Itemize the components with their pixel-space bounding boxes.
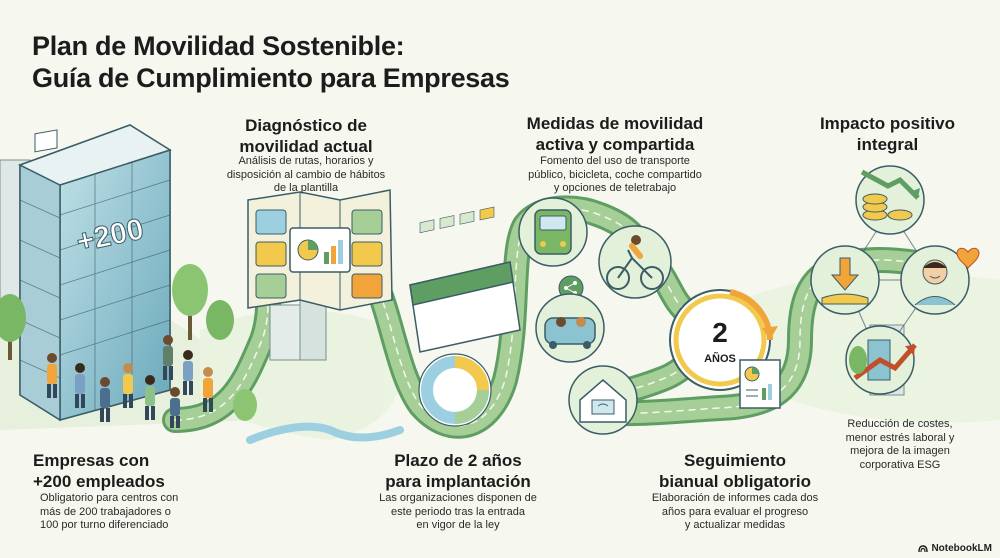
cyclist-icon bbox=[598, 225, 672, 299]
heading-line: Plazo de 2 años bbox=[394, 451, 522, 470]
desc-line: corporativa ESG bbox=[859, 458, 941, 471]
heading-line: Impacto positivo bbox=[819, 114, 956, 133]
impact-cluster bbox=[810, 165, 980, 395]
desc-line: mejora de la imagen bbox=[850, 445, 950, 457]
happy-person-icon bbox=[900, 245, 970, 315]
desc-line: Elaboración de informes cada dos bbox=[651, 492, 819, 504]
step-employees-desc: Obligatorio para centros con más de 200 … bbox=[40, 492, 178, 533]
step-diagnosis-heading: Diagnóstico de movilidad actual bbox=[226, 115, 386, 157]
brand-badge: NotebookLM bbox=[918, 543, 992, 554]
desc-line: Obligatorio para centros con bbox=[40, 492, 179, 504]
bus-icon bbox=[518, 197, 588, 267]
step-diagnosis-desc: Análisis de rutas, horarios y disposició… bbox=[216, 155, 396, 196]
heading-line: integral bbox=[856, 135, 919, 154]
clock-number: 2 bbox=[712, 317, 728, 348]
growth-building-icon bbox=[845, 325, 917, 395]
step-employees-heading: Empresas con +200 empleados bbox=[33, 450, 165, 492]
desc-line: Análisis de rutas, horarios y bbox=[238, 155, 374, 167]
commuters-group bbox=[47, 335, 213, 428]
heading-line: movilidad actual bbox=[239, 137, 373, 156]
report-icon bbox=[739, 359, 781, 409]
brand-label: NotebookLM bbox=[931, 543, 992, 554]
donut-ring-icon bbox=[418, 353, 492, 427]
notebooklm-logo-icon bbox=[918, 544, 929, 552]
page-title: Plan de Movilidad Sostenible: Guía de Cu… bbox=[32, 30, 510, 94]
step-monitoring-heading: Seguimiento bianual obligatorio bbox=[640, 450, 830, 492]
step-impact-heading: Impacto positivo integral bbox=[800, 113, 975, 155]
step-measures-heading: Medidas de movilidad activa y compartida bbox=[510, 113, 720, 155]
step-deadline-desc: Las organizaciones disponen de este peri… bbox=[368, 492, 548, 533]
river bbox=[246, 422, 404, 444]
desc-line: de la plantilla bbox=[273, 182, 339, 194]
heading-line: activa y compartida bbox=[535, 135, 695, 154]
step-monitoring-desc: Elaboración de informes cada dos años pa… bbox=[640, 492, 830, 533]
desc-line: menor estrés laboral y bbox=[845, 431, 955, 444]
home-telework-icon bbox=[568, 365, 638, 435]
desc-line: y actualizar medidas bbox=[684, 519, 786, 531]
savings-icon bbox=[810, 245, 880, 315]
desc-line: este periodo tras la entrada bbox=[391, 505, 525, 518]
desc-line: en vigor de la ley bbox=[416, 519, 500, 531]
carpool-icon bbox=[535, 293, 605, 363]
map-chart-icon bbox=[247, 189, 393, 311]
heading-line: Diagnóstico de bbox=[245, 116, 367, 135]
desc-line: disposición al cambio de hábitos bbox=[226, 168, 386, 181]
step-deadline-heading: Plazo de 2 años para implantación bbox=[368, 450, 548, 492]
desc-line: 100 por turno diferenciado bbox=[40, 519, 169, 531]
trees-left bbox=[0, 264, 257, 421]
clock-unit: AÑOS bbox=[704, 352, 736, 365]
title-line-2: Guía de Cumplimiento para Empresas bbox=[32, 63, 510, 93]
desc-line: más de 200 trabajadores o bbox=[40, 505, 171, 518]
desc-line: público, bicicleta, coche compartido bbox=[528, 168, 702, 181]
desc-line: Reducción de costes, bbox=[847, 418, 953, 430]
calendar-icon bbox=[409, 206, 521, 353]
desc-line: Las organizaciones disponen de bbox=[379, 492, 537, 504]
desc-line: y opciones de teletrabajo bbox=[553, 182, 677, 194]
coins-down-icon bbox=[855, 165, 925, 235]
heading-line: Medidas de movilidad bbox=[526, 114, 704, 133]
heading-line: bianual obligatorio bbox=[658, 472, 812, 491]
heading-line: Seguimiento bbox=[683, 451, 786, 470]
heading-line: para implantación bbox=[385, 472, 531, 491]
step-impact-desc: Reducción de costes, menor estrés labora… bbox=[820, 418, 980, 472]
desc-line: Fomento del uso de transporte bbox=[540, 155, 690, 167]
heading-line: Empresas con bbox=[33, 451, 150, 470]
title-line-1: Plan de Movilidad Sostenible: bbox=[32, 31, 405, 61]
step-measures-desc: Fomento del uso de transporte público, b… bbox=[510, 155, 720, 196]
heart-icon bbox=[956, 247, 980, 269]
clock-icon: 2 AÑOS bbox=[669, 289, 778, 391]
heading-line: +200 empleados bbox=[33, 472, 165, 491]
desc-line: años para evaluar el progreso bbox=[661, 505, 809, 518]
